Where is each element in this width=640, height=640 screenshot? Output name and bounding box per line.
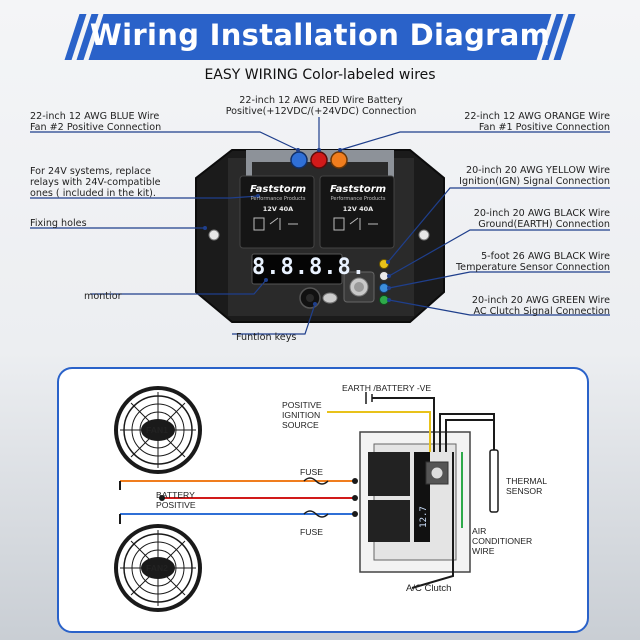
relay-left-rating: 12V 40A (262, 205, 294, 213)
fan2-icon (114, 524, 202, 612)
earth-wire (372, 397, 435, 452)
orange-wire-terminal (330, 151, 348, 169)
title-banner: Wiring Installation Diagram (62, 14, 578, 60)
callout-function-keys: Funtion keys (236, 332, 297, 343)
relay-right-tag: Performance Products (330, 196, 386, 202)
fuse-top-icon (303, 477, 329, 485)
fuse-bottom-icon (303, 510, 329, 518)
page-title: Wiring Installation Diagram (89, 18, 551, 52)
fan1-label: FAN1 (146, 425, 168, 435)
callout-fixing-holes: Fixing holes (30, 218, 87, 229)
fan1-icon (114, 386, 202, 474)
fan2-label: FAN2 (146, 563, 168, 573)
yellow-ignition-wire (327, 411, 431, 452)
schematic-display-readout: 12.7 (418, 506, 429, 528)
fuse-top-label: FUSE (300, 467, 323, 477)
relay-right-brand: Faststorm (329, 184, 387, 195)
fuse-bottom-label: FUSE (300, 527, 323, 537)
ac-clutch-label: A/C Clutch (406, 583, 452, 594)
red-wire-terminal (310, 151, 328, 169)
ac-clutch-wire (411, 452, 454, 589)
sensor-wire-a (439, 413, 495, 452)
relay-left-tag: Performance Products (250, 196, 306, 202)
fixing-hole-left (208, 229, 220, 241)
callout-monitor: montior (84, 291, 122, 302)
fixing-hole-right (418, 229, 430, 241)
thermal-sensor-icon (489, 449, 499, 513)
led-display (251, 253, 343, 285)
relay-left-brand: Faststorm (249, 184, 307, 195)
led-display-readout: 8.8.8.8. (252, 255, 366, 280)
sensor-wire-b (445, 419, 494, 452)
earth-battery-label: EARTH /BATTERY -VE (342, 383, 432, 393)
controller-device (195, 149, 445, 323)
callout-lines (30, 117, 610, 335)
battery-ground-icon (365, 392, 373, 404)
relay-right-rating: 12V 40A (342, 205, 374, 213)
page-subtitle: EASY WIRING Color-labeled wires (204, 67, 436, 83)
blue-wire-terminal (290, 151, 308, 169)
